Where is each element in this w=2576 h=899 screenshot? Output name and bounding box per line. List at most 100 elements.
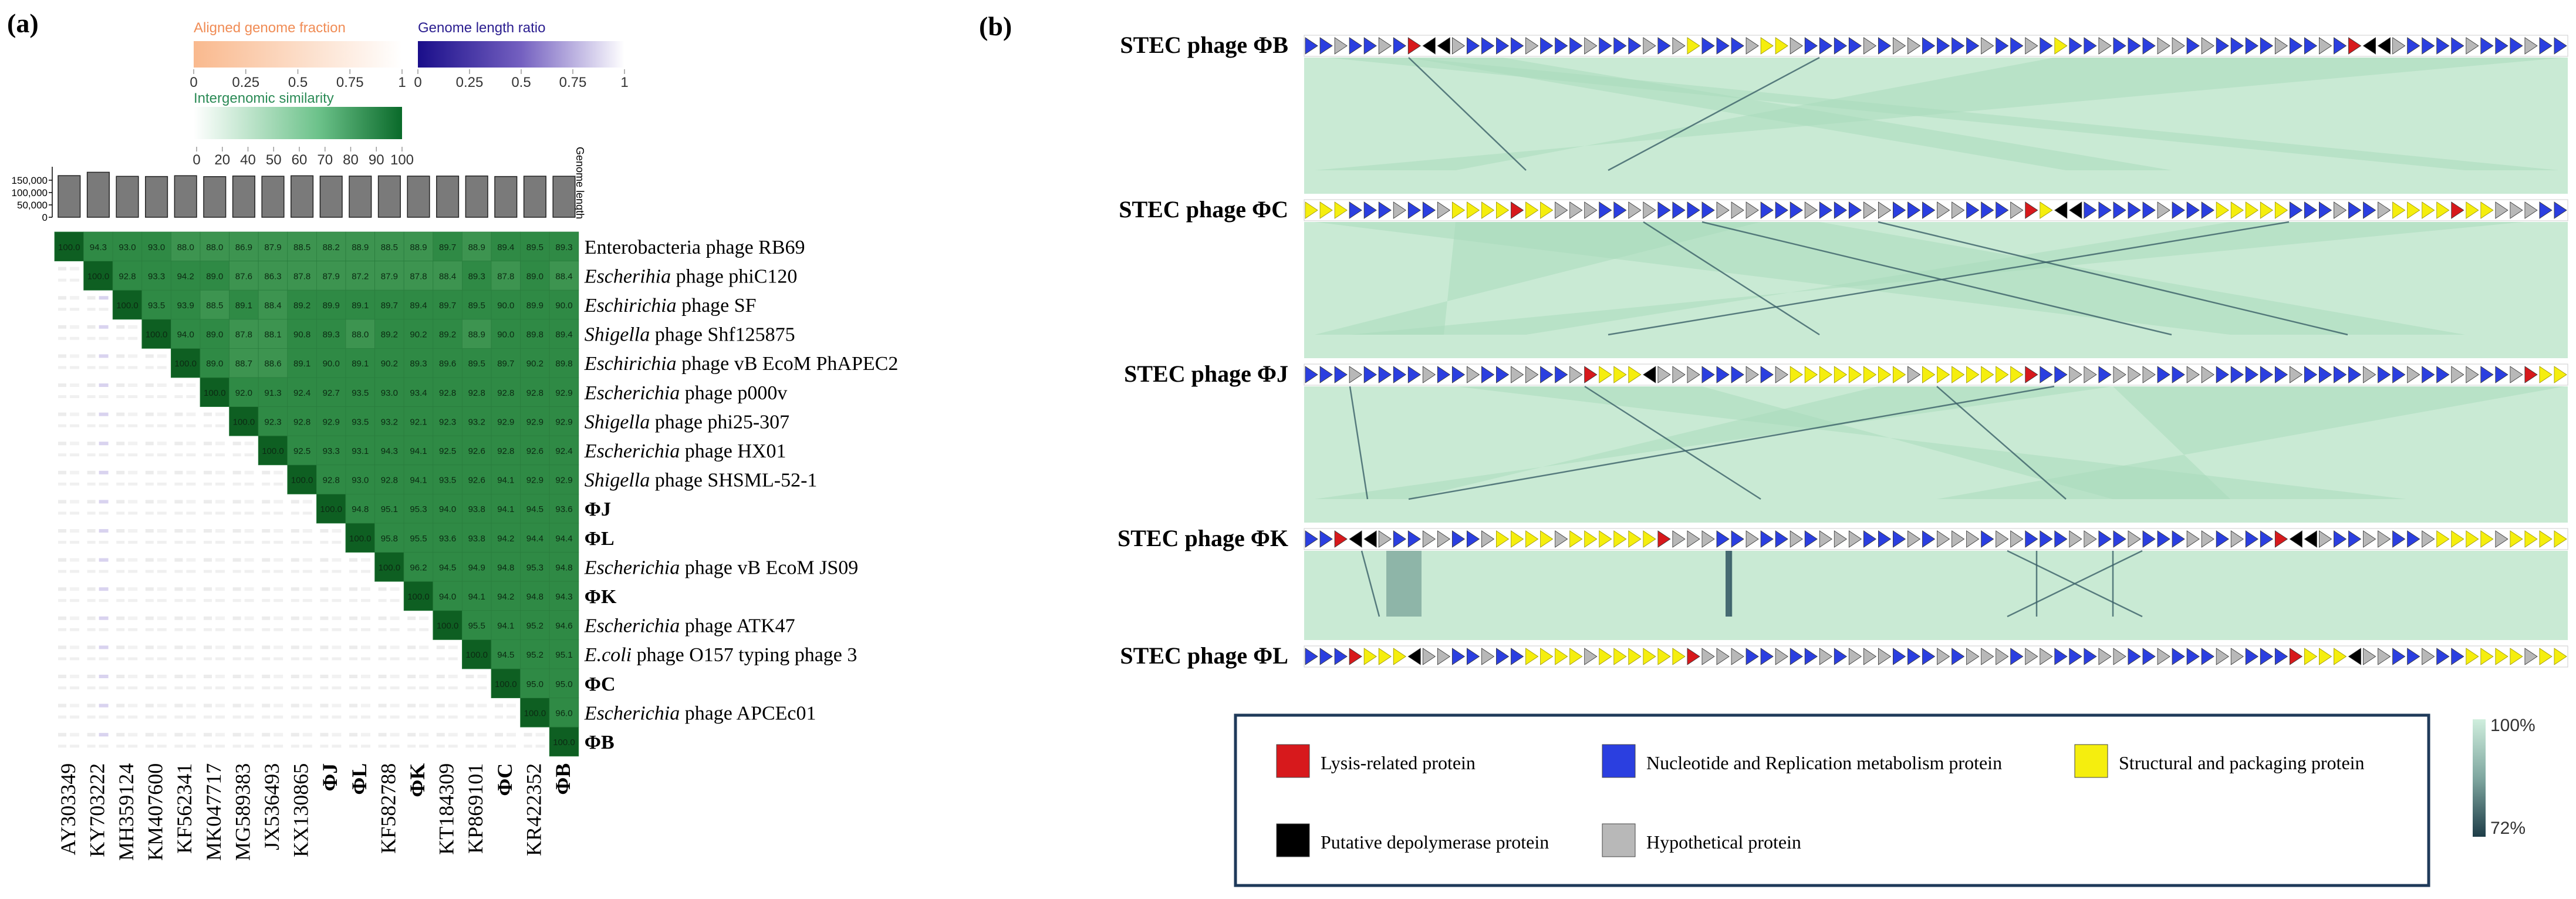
- heatmap-cell-value: 90.0: [555, 301, 572, 311]
- fraction-mark: [349, 657, 357, 661]
- gene-arrow: [2510, 37, 2523, 55]
- ratio-mark: [99, 296, 109, 300]
- gene-arrow: [1907, 37, 1921, 55]
- heatmap-cell: [520, 668, 550, 698]
- heatmap-cell-value: 94.5: [439, 563, 456, 573]
- ratio-mark: [157, 558, 167, 562]
- gene-arrow: [1907, 530, 1921, 548]
- fraction-mark: [262, 529, 271, 533]
- gene-arrow: [1746, 530, 1759, 548]
- heatmap-cell: [520, 552, 550, 582]
- fraction-mark: [232, 745, 241, 748]
- gene-arrow: [1407, 366, 1422, 383]
- column-label: MG589383: [231, 763, 254, 861]
- ratio-mark: [274, 703, 283, 708]
- gene-arrow: [1334, 648, 1348, 665]
- heatmap-cell-value: 92.9: [555, 476, 572, 486]
- fraction-mark: [320, 645, 329, 649]
- gene-arrow: [1407, 201, 1422, 219]
- ratio-mark: [157, 645, 167, 649]
- heatmap-cell: [316, 289, 346, 320]
- fraction-mark: [87, 470, 96, 474]
- ratio-mark: [332, 587, 342, 591]
- ratio-mark: [332, 628, 342, 631]
- heatmap-cell-value: 92.9: [526, 417, 543, 427]
- fraction-mark: [145, 733, 154, 737]
- heatmap-cell: [491, 552, 521, 582]
- ratio-mark: [128, 675, 138, 678]
- heatmap-cell-value: 93.5: [439, 476, 456, 486]
- ratio-mark: [361, 686, 370, 689]
- gene-arrow: [2319, 366, 2332, 383]
- ratio-mark: [244, 541, 254, 544]
- ratio-mark: [157, 745, 167, 748]
- identity-scale: 100% 72%: [2473, 716, 2536, 838]
- heatmap-cell: [345, 523, 375, 553]
- ratio-mark: [361, 616, 370, 620]
- fraction-mark: [174, 442, 183, 446]
- heatmap-cell-value: 92.6: [468, 446, 485, 456]
- heatmap-cell-value: 90.2: [381, 359, 398, 369]
- gene-arrow: [1760, 648, 1774, 665]
- fraction-mark: [145, 366, 154, 369]
- fraction-mark: [378, 616, 387, 620]
- ratio-mark: [70, 325, 79, 329]
- gene-arrow: [1775, 648, 1788, 665]
- fraction-mark: [87, 511, 96, 515]
- ratio-mark: [448, 733, 458, 737]
- heatmap-cell-value: 94.8: [555, 563, 572, 573]
- ratio-mark: [186, 482, 196, 486]
- heatmap-cell: [520, 698, 550, 728]
- fraction-mark: [465, 715, 474, 719]
- gene-arrow: [1466, 201, 1480, 219]
- heatmap-cell: [549, 552, 579, 582]
- fraction-mark: [436, 745, 445, 748]
- ratio-mark: [215, 470, 225, 474]
- ratio-mark: [99, 308, 109, 311]
- ratio-mark: [390, 675, 400, 678]
- gene-arrow: [2142, 366, 2156, 383]
- heatmap-cell: [549, 668, 579, 698]
- fraction-mark: [116, 745, 125, 748]
- heatmap-cell-value: 95.2: [526, 621, 543, 631]
- heatmap-cell: [520, 464, 550, 494]
- gene-arrow: [1907, 201, 1921, 219]
- ratio-mark: [390, 745, 400, 748]
- gene-arrow: [1922, 366, 1936, 383]
- gene-arrow: [2524, 366, 2538, 383]
- heatmap-cell: [141, 261, 171, 291]
- fraction-mark: [58, 325, 66, 329]
- gene-arrow: [2378, 366, 2391, 383]
- genome-track: STEC phage ΦK: [1117, 525, 2568, 551]
- row-label: ΦJ: [585, 499, 611, 520]
- fraction-mark: [291, 570, 299, 573]
- gene-arrow: [2319, 201, 2332, 219]
- gene-arrow: [2407, 530, 2420, 548]
- ratio-mark: [302, 745, 312, 748]
- heatmap-cell: [549, 726, 579, 757]
- gene-arrow: [2113, 530, 2126, 548]
- heatmap-cell: [316, 435, 346, 466]
- heatmap-cell: [549, 348, 579, 378]
- ratio-mark: [128, 325, 138, 329]
- column-label: KF582788: [376, 763, 400, 854]
- gene-arrow: [1716, 201, 1730, 219]
- gene-arrow: [2216, 37, 2229, 55]
- heatmap-cell-value: 89.9: [323, 301, 340, 311]
- heatmap-cell-value: 100.0: [379, 563, 401, 573]
- ratio-mark: [70, 395, 79, 398]
- gene-arrow: [2113, 37, 2126, 55]
- fraction-mark: [204, 715, 212, 719]
- ratio-mark: [390, 686, 400, 689]
- row-label-text: phage phiC120: [671, 265, 797, 287]
- fraction-mark: [378, 733, 387, 737]
- ratio-mark: [215, 412, 225, 416]
- heatmap-cell-value: 94.1: [468, 592, 485, 602]
- heatmap-cell: [316, 494, 346, 524]
- fraction-mark: [291, 715, 299, 719]
- ratio-mark: [186, 628, 196, 631]
- fraction-mark: [407, 686, 416, 689]
- fraction-mark: [465, 745, 474, 748]
- panel-b-label: (b): [979, 11, 1012, 41]
- row-label-genus: Shigella: [585, 470, 650, 491]
